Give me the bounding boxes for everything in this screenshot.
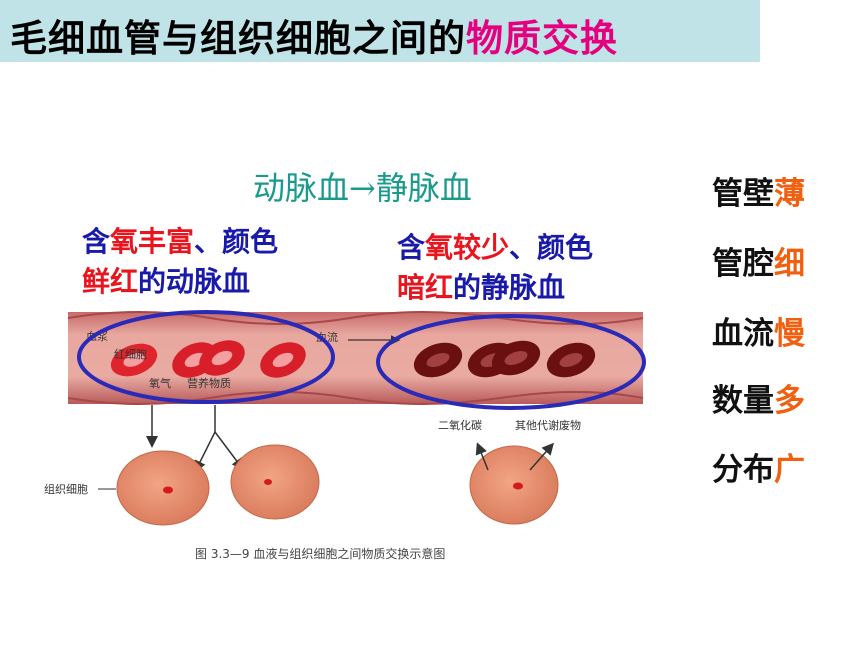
feature-wall-accent: 薄 (774, 176, 805, 212)
rbc-venous-1 (413, 342, 463, 378)
feature-lumen-accent: 细 (774, 246, 805, 282)
venous-l1a: 含 (397, 231, 426, 264)
arterial-l1c: 、颜色 (194, 225, 279, 258)
venous-description: 含氧较少、颜色 暗红的静脉血 (397, 228, 593, 308)
feature-distribution-accent: 广 (774, 452, 805, 488)
arrow-waste (529, 442, 554, 471)
rbc-arterial-4 (260, 342, 306, 378)
flow-label: 动脉血→静脉血 (253, 169, 472, 207)
arterial-ellipse (77, 310, 335, 404)
feature-flow-prefix: 血流 (712, 316, 774, 352)
feature-flow: 血流慢 (712, 308, 805, 353)
tissue-cell-2 (230, 444, 320, 520)
feature-wall-prefix: 管壁 (712, 176, 774, 212)
rbc-venous-4 (546, 342, 596, 378)
rbc-arterial-1 (110, 343, 158, 377)
feature-count: 数量多 (712, 375, 805, 420)
arterial-l2a: 鲜红 (82, 265, 139, 298)
feature-lumen: 管腔细 (712, 238, 805, 283)
tissue-cell-3 (469, 445, 559, 525)
venous-l1b: 氧较少 (425, 231, 510, 264)
feature-count-prefix: 数量 (712, 383, 774, 419)
feature-wall: 管壁薄 (712, 168, 805, 213)
rbc-arterial-3 (199, 340, 245, 376)
feature-count-accent: 多 (774, 383, 805, 419)
capillary-vessel (68, 312, 643, 404)
arrow-co2 (475, 442, 489, 471)
label-waste: 其他代谢废物 (515, 418, 581, 432)
label-co2: 二氧化碳 (438, 418, 482, 432)
arterial-l1b: 氧丰富 (110, 225, 195, 258)
venous-l2b: 的静脉血 (453, 271, 566, 304)
arterial-l1a: 含 (82, 225, 111, 258)
page-title: 毛细血管与组织细胞之间的物质交换 (10, 8, 618, 62)
feature-distribution: 分布广 (712, 444, 805, 489)
tissue-cell-1 (116, 450, 210, 526)
label-rbc: 红细胞 (114, 348, 147, 361)
arrow-nutrients-left (194, 431, 216, 473)
venous-l2a: 暗红 (397, 271, 454, 304)
label-tissue-cell: 组织细胞 (44, 482, 88, 496)
feature-lumen-prefix: 管腔 (712, 246, 774, 282)
title-main: 毛细血管与组织细胞之间的 (10, 17, 466, 60)
rbc-venous-3 (491, 340, 541, 376)
feature-distribution-prefix: 分布 (712, 452, 774, 488)
vessel-wall-bottom (67, 391, 644, 405)
venous-l1c: 、颜色 (509, 231, 594, 264)
feature-flow-accent: 慢 (774, 316, 805, 352)
label-nutrients: 营养物质 (187, 376, 231, 390)
title-bar (0, 0, 760, 62)
arterial-l2b: 的动脉血 (138, 265, 251, 298)
title-highlight: 物质交换 (466, 17, 618, 60)
figure-caption: 图 3.3—9 血液与组织细胞之间物质交换示意图 (195, 546, 445, 561)
label-oxygen: 氧气 (149, 376, 171, 390)
venous-ellipse (376, 314, 646, 410)
arterial-description: 含氧丰富、颜色 鲜红的动脉血 (82, 222, 278, 302)
